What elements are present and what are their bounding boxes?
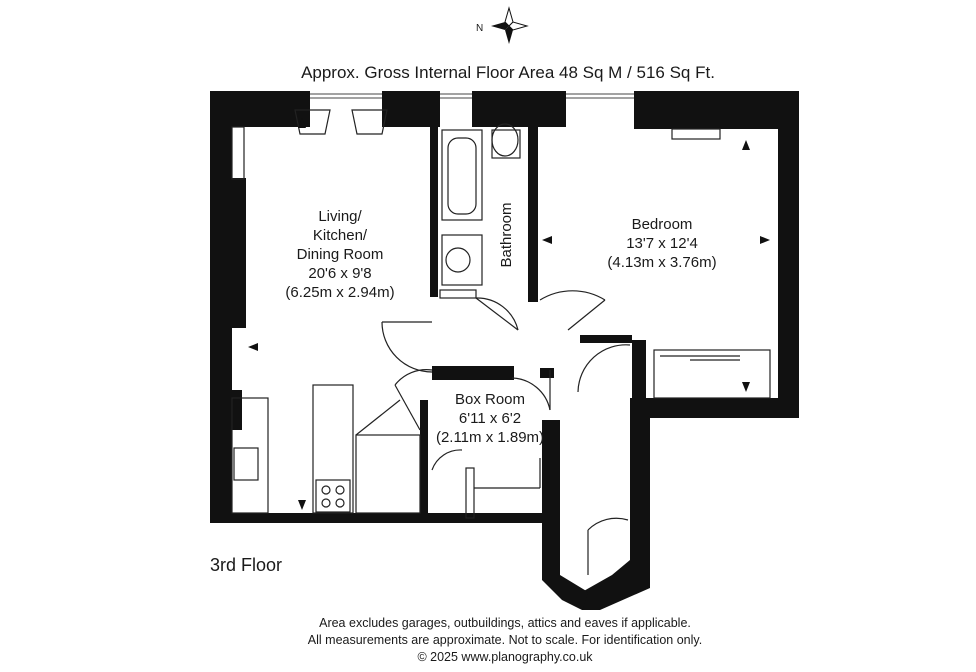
bedroom-fixtures xyxy=(653,128,771,399)
svg-text:(2.11m x 1.89m): (2.11m x 1.89m) xyxy=(436,429,544,446)
svg-text:All measurements are approxima: All measurements are approximate. Not to… xyxy=(308,633,702,647)
floor-label: 3rd Floor xyxy=(210,555,282,575)
room-label-bathroom: Bathroom xyxy=(498,202,515,267)
ceiling-height-markers xyxy=(248,118,770,510)
living-room-fixtures xyxy=(231,109,421,514)
svg-text:Area excludes garages, outbuil: Area excludes garages, outbuildings, att… xyxy=(319,616,691,630)
svg-text:Dining Room: Dining Room xyxy=(297,246,384,263)
svg-text:Kitchen/: Kitchen/ xyxy=(313,227,368,244)
exterior-walls xyxy=(210,91,799,610)
bathroom-fixtures xyxy=(439,123,521,331)
svg-text:Box Room: Box Room xyxy=(455,391,525,408)
floor-area-heading: Approx. Gross Internal Floor Area 48 Sq … xyxy=(301,63,715,82)
svg-text:Living/: Living/ xyxy=(318,208,362,225)
svg-text:6'11 x 6'2: 6'11 x 6'2 xyxy=(459,410,521,427)
room-label-boxroom: Box Room 6'11 x 6'2 (2.11m x 1.89m) xyxy=(436,391,544,446)
svg-text:© 2025 www.planography.co.uk: © 2025 www.planography.co.uk xyxy=(417,650,593,664)
doors xyxy=(381,290,631,575)
footer-disclaimer: Area excludes garages, outbuildings, att… xyxy=(308,616,702,664)
svg-text:20'6 x 9'8: 20'6 x 9'8 xyxy=(308,265,371,282)
compass-rose-icon: N xyxy=(476,6,529,44)
svg-text:(4.13m x 3.76m): (4.13m x 3.76m) xyxy=(607,254,716,271)
room-label-living: Living/ Kitchen/ Dining Room 20'6 x 9'8 … xyxy=(285,208,394,301)
compass-north-label: N xyxy=(476,23,483,34)
room-label-bedroom: Bedroom 13'7 x 12'4 (4.13m x 3.76m) xyxy=(607,216,716,271)
svg-text:13'7 x 12'4: 13'7 x 12'4 xyxy=(626,235,698,252)
svg-text:Bedroom: Bedroom xyxy=(632,216,693,233)
interior-walls xyxy=(420,127,646,520)
svg-text:(6.25m x 2.94m): (6.25m x 2.94m) xyxy=(285,284,394,301)
